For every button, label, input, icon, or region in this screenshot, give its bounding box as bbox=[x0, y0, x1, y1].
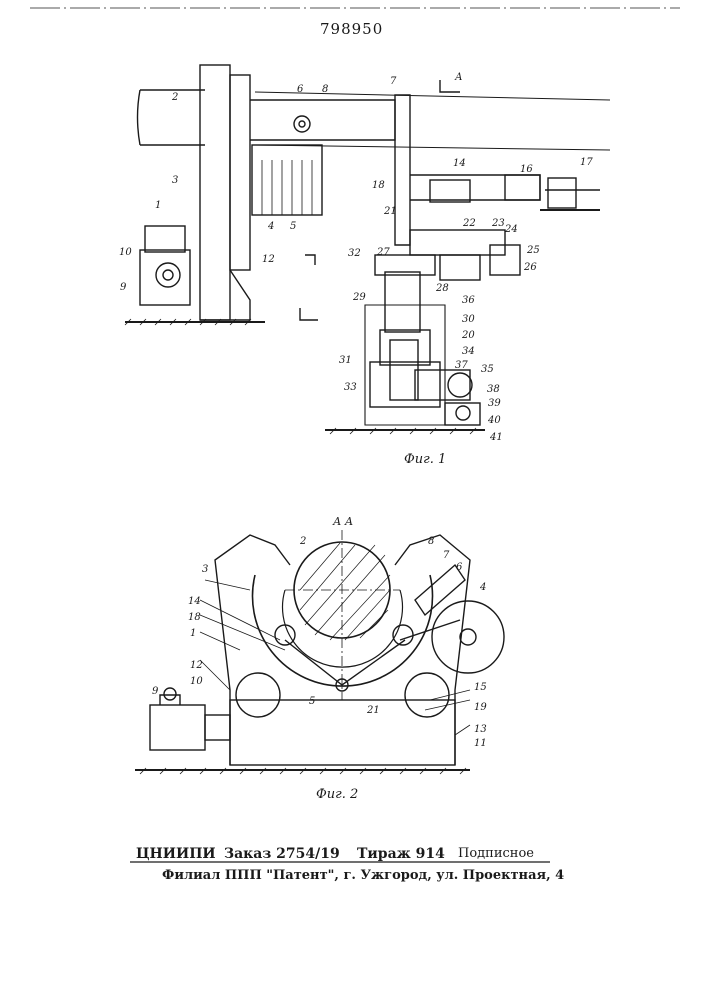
patent-drawing-sheet: 798950 bbox=[0, 0, 707, 1000]
footer-rules bbox=[0, 0, 707, 1000]
